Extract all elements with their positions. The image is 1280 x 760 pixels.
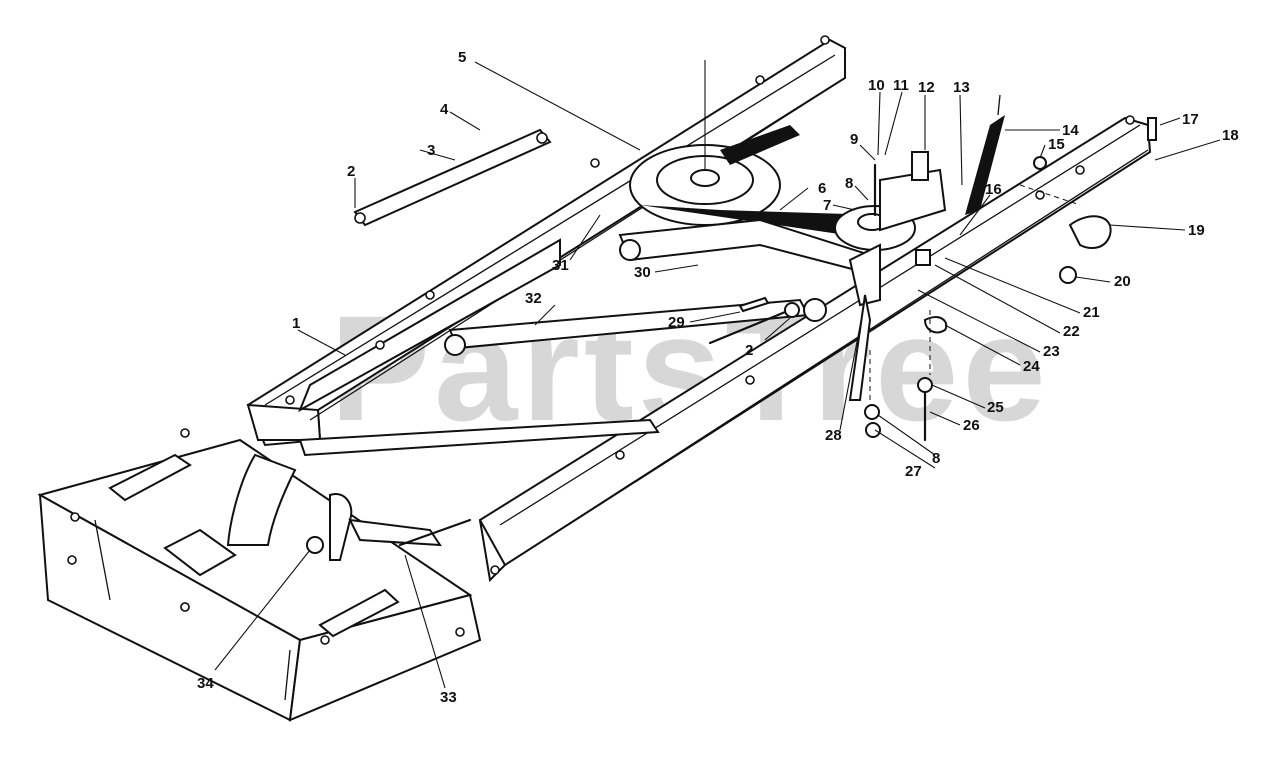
bracket-strap xyxy=(353,128,552,227)
callout-31: 31 xyxy=(552,257,569,274)
callout-22: 22 xyxy=(1063,323,1080,340)
callout-32: 32 xyxy=(525,290,542,307)
callout-33: 33 xyxy=(440,689,457,706)
callout-16: 16 xyxy=(985,181,1002,198)
callout-25: 25 xyxy=(987,399,1004,416)
callout-11: 11 xyxy=(893,77,909,94)
leader-lines xyxy=(214,61,1221,689)
callout-30: 30 xyxy=(634,264,651,281)
linkage-rod xyxy=(708,296,800,345)
callout-21: 21 xyxy=(1083,304,1100,321)
callout-7: 7 xyxy=(823,197,831,214)
callout-23: 23 xyxy=(1043,343,1060,360)
callout-12: 12 xyxy=(918,79,935,96)
callout-13: 13 xyxy=(953,79,970,96)
tension-bracket xyxy=(873,151,947,232)
callout-8-lower: 8 xyxy=(932,450,940,467)
callout-18: 18 xyxy=(1222,127,1239,144)
callout-3: 3 xyxy=(427,142,435,159)
callout-9: 9 xyxy=(850,131,858,148)
callout-5: 5 xyxy=(458,49,466,66)
callout-28: 28 xyxy=(825,427,842,444)
callout-17: 17 xyxy=(1182,111,1199,128)
callout-10: 10 xyxy=(868,77,885,94)
callout-29: 29 xyxy=(668,314,685,331)
callout-24: 24 xyxy=(1023,358,1040,375)
callout-20: 20 xyxy=(1114,273,1131,290)
cross-shaft xyxy=(298,298,827,457)
callout-15: 15 xyxy=(1048,136,1065,153)
callout-1: 1 xyxy=(292,315,300,332)
idler-arm xyxy=(618,218,881,401)
callout-34: 34 xyxy=(197,675,214,692)
callout-2-lower: 2 xyxy=(745,342,753,359)
callout-27: 27 xyxy=(905,463,922,480)
right-frame-rail xyxy=(478,115,1152,583)
callout-14: 14 xyxy=(1062,122,1079,139)
lift-lever xyxy=(306,493,472,561)
callout-6: 6 xyxy=(818,180,826,197)
callout-4: 4 xyxy=(440,101,449,118)
callout-26: 26 xyxy=(963,417,980,434)
tension-spring xyxy=(965,94,1005,215)
callout-19: 19 xyxy=(1188,222,1205,239)
callout-labels: 1 2 2 3 4 5 6 7 8 8 9 10 11 12 13 14 15 … xyxy=(197,49,1239,706)
front-mount-plate xyxy=(37,428,482,722)
callout-2-upper: 2 xyxy=(347,163,355,180)
left-frame-rail xyxy=(246,35,846,447)
right-small-parts xyxy=(864,117,1157,442)
pulley-belt-assembly xyxy=(629,60,916,251)
callout-8-upper: 8 xyxy=(845,175,853,192)
